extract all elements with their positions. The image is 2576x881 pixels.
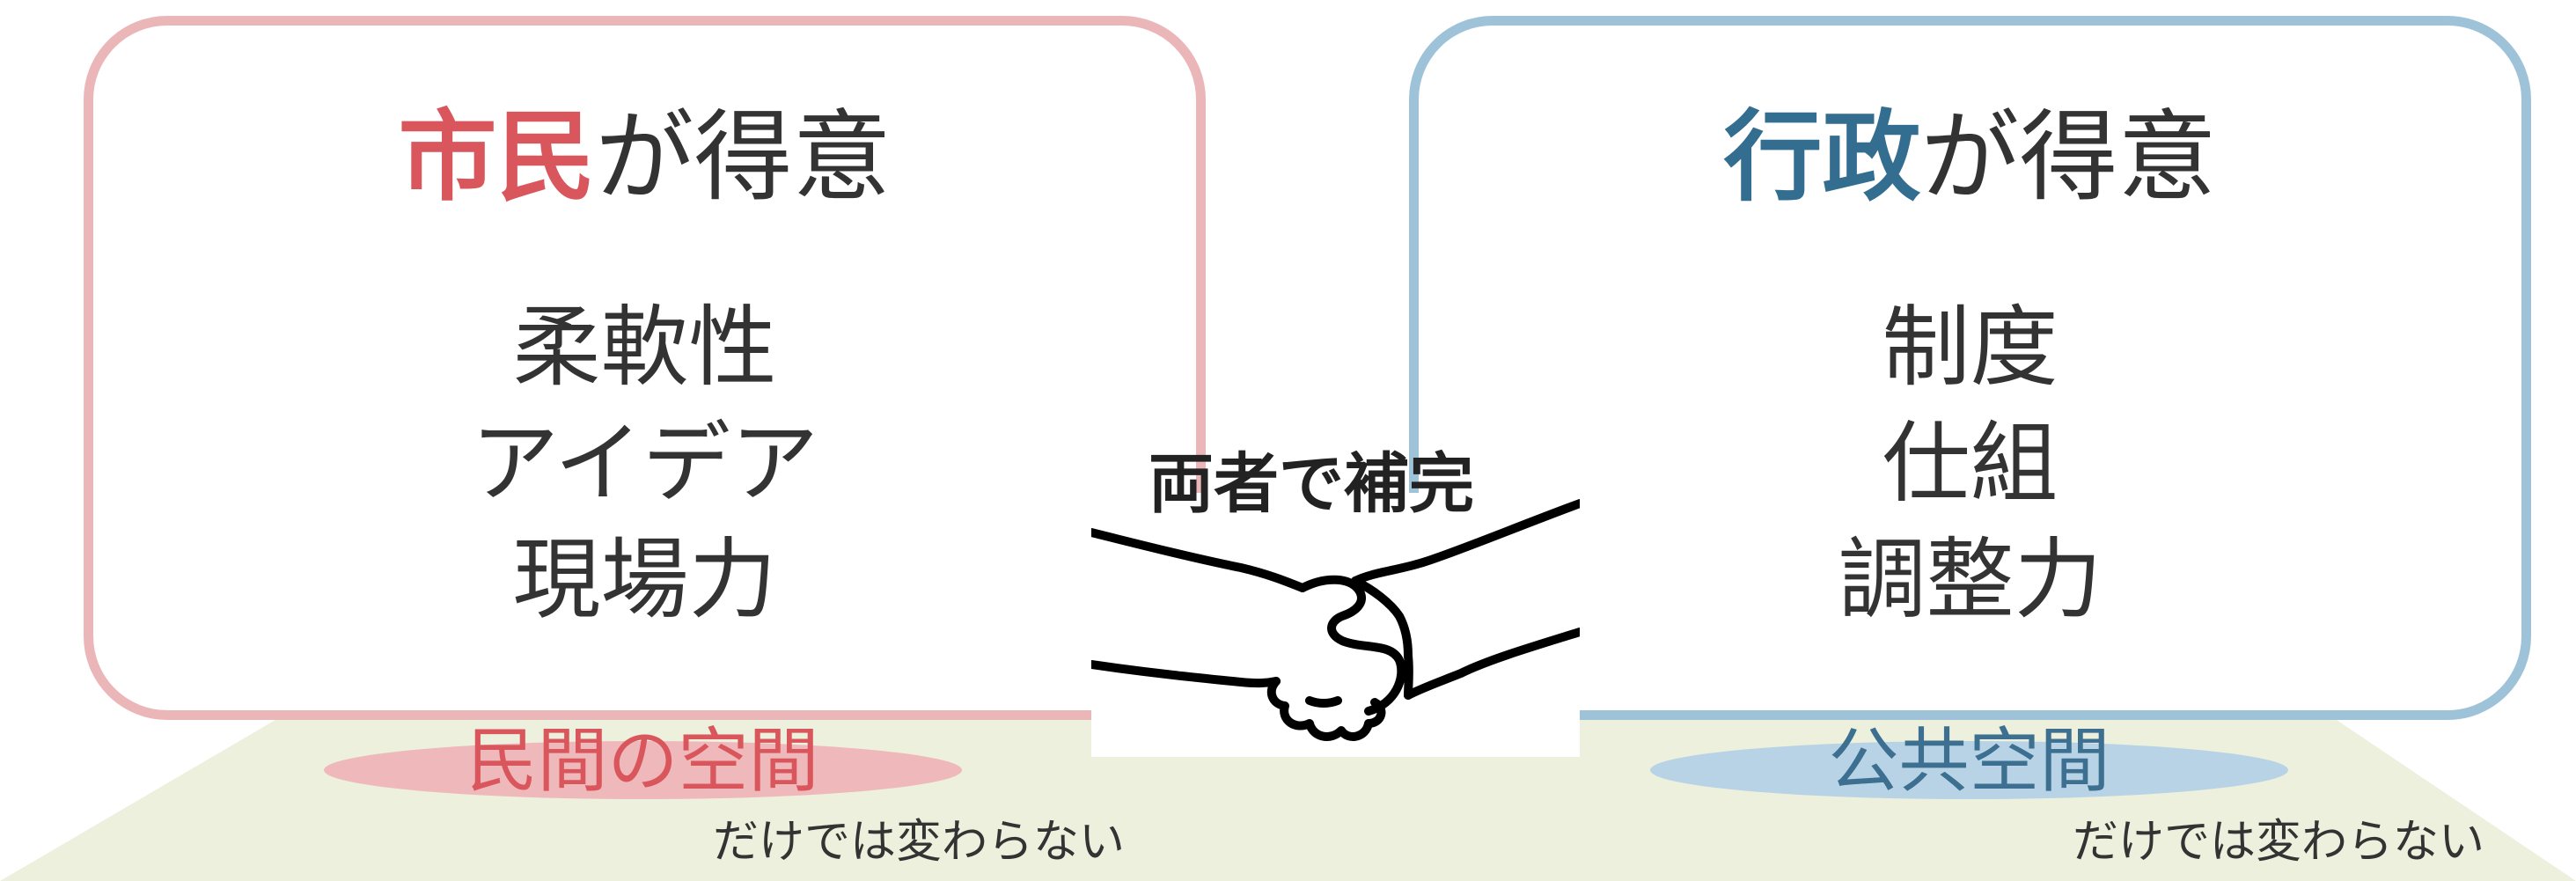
citizen-card-title: 市民が得意 bbox=[93, 92, 1196, 224]
citizen-strength-item: アイデア bbox=[471, 412, 818, 515]
citizen-title-strong: 市民 bbox=[398, 100, 596, 215]
complement-label: 両者で補完 bbox=[1149, 446, 1474, 522]
private-space-label: 民間の空間 bbox=[466, 720, 819, 802]
government-title-rest: が得意 bbox=[1920, 100, 2217, 215]
citizen-strengths-list: 柔軟性 アイデア 現場力 bbox=[93, 290, 1196, 638]
government-title-strong: 行政 bbox=[1723, 100, 1921, 215]
public-space-label: 公共空間 bbox=[1828, 720, 2110, 802]
government-strengths-list: 制度 仕組 調整力 bbox=[1419, 290, 2521, 638]
government-strength-item: 仕組 bbox=[1882, 412, 2059, 515]
private-space-note: だけでは変わらない bbox=[713, 816, 1126, 869]
government-strengths-card: 行政が得意 制度 仕組 調整力 bbox=[1409, 16, 2531, 720]
citizen-strength-item: 現場力 bbox=[512, 528, 777, 631]
public-space-note: だけでは変わらない bbox=[2073, 816, 2485, 869]
private-space-ellipse bbox=[324, 741, 962, 799]
government-strength-item: 制度 bbox=[1882, 296, 2059, 399]
citizen-title-rest: が得意 bbox=[595, 100, 892, 215]
citizen-strength-item: 柔軟性 bbox=[512, 296, 777, 399]
government-card-title: 行政が得意 bbox=[1419, 92, 2521, 224]
citizen-strengths-card: 市民が得意 柔軟性 アイデア 現場力 bbox=[84, 16, 1206, 720]
public-space-ellipse bbox=[1650, 741, 2288, 799]
government-strength-item: 調整力 bbox=[1838, 528, 2103, 631]
handshake-icon bbox=[1091, 493, 1580, 757]
